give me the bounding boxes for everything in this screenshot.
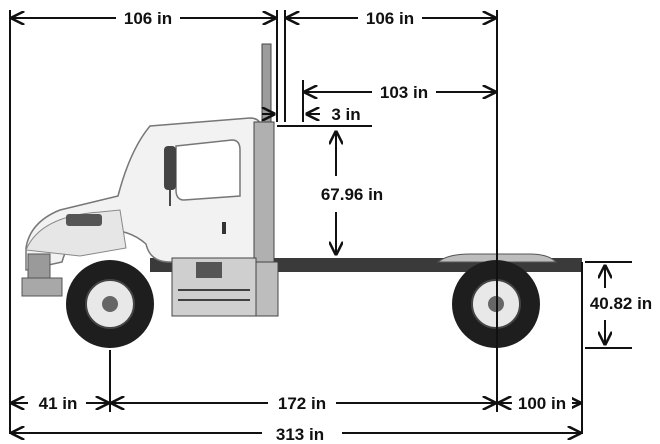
truck-illustration <box>21 43 582 348</box>
front-overhang-label: 41 in <box>39 394 78 413</box>
door-handle <box>222 222 226 234</box>
cab-to-rear-axle-label: 106 in <box>366 9 414 28</box>
headlight <box>66 214 102 226</box>
exhaust-heat-shield <box>253 121 275 263</box>
overall-length-label: 313 in <box>276 425 324 444</box>
grille <box>27 253 51 281</box>
rear-overhang-label: 100 in <box>518 394 566 413</box>
extension-lines <box>9 10 632 434</box>
wheelbase-label: 172 in <box>278 394 326 413</box>
exhaust-stack <box>261 43 272 123</box>
cab-to-front-label: 106 in <box>124 9 172 28</box>
step-tank <box>255 261 279 317</box>
side-mirror <box>164 146 176 190</box>
frame-height-label: 40.82 in <box>590 294 652 313</box>
front-wheel <box>66 260 154 348</box>
exhaust-offset-label: 3 in <box>331 105 360 124</box>
dimension-labels: 106 in 106 in 103 in 3 in 67.96 in 40.82… <box>28 7 652 444</box>
height-above-frame-label: 67.96 in <box>321 185 383 204</box>
exhaust-to-rear-axle-label: 103 in <box>380 83 428 102</box>
front-bumper <box>21 277 63 297</box>
cab-window <box>175 139 241 201</box>
